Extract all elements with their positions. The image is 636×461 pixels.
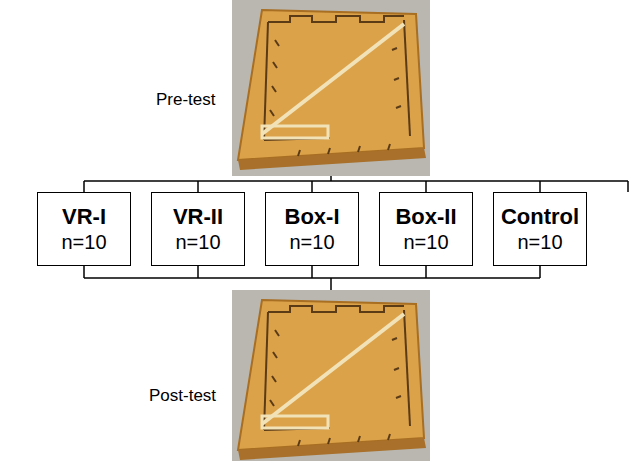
group-box: VR-IIn=10 [151, 192, 245, 266]
sample-size: n=10 [289, 230, 334, 254]
group-name: Box-I [285, 204, 340, 230]
group-box: VR-In=10 [37, 192, 131, 266]
group-box: Box-IIn=10 [379, 192, 473, 266]
sample-size: n=10 [403, 230, 448, 254]
photo-label: Pre-test [156, 90, 216, 110]
sample-size: n=10 [61, 230, 106, 254]
pegboard-photo [232, 290, 430, 461]
photo-label: Post-test [149, 386, 216, 406]
group-name: VR-I [62, 204, 106, 230]
group-box: Controln=10 [493, 192, 587, 266]
group-name: VR-II [173, 204, 223, 230]
group-name: Control [501, 204, 579, 230]
bracket-lines [84, 176, 628, 290]
sample-size: n=10 [175, 230, 220, 254]
group-name: Box-II [395, 204, 456, 230]
pegboard-photo [232, 0, 430, 176]
group-box: Box-In=10 [265, 192, 359, 266]
sample-size: n=10 [517, 230, 562, 254]
